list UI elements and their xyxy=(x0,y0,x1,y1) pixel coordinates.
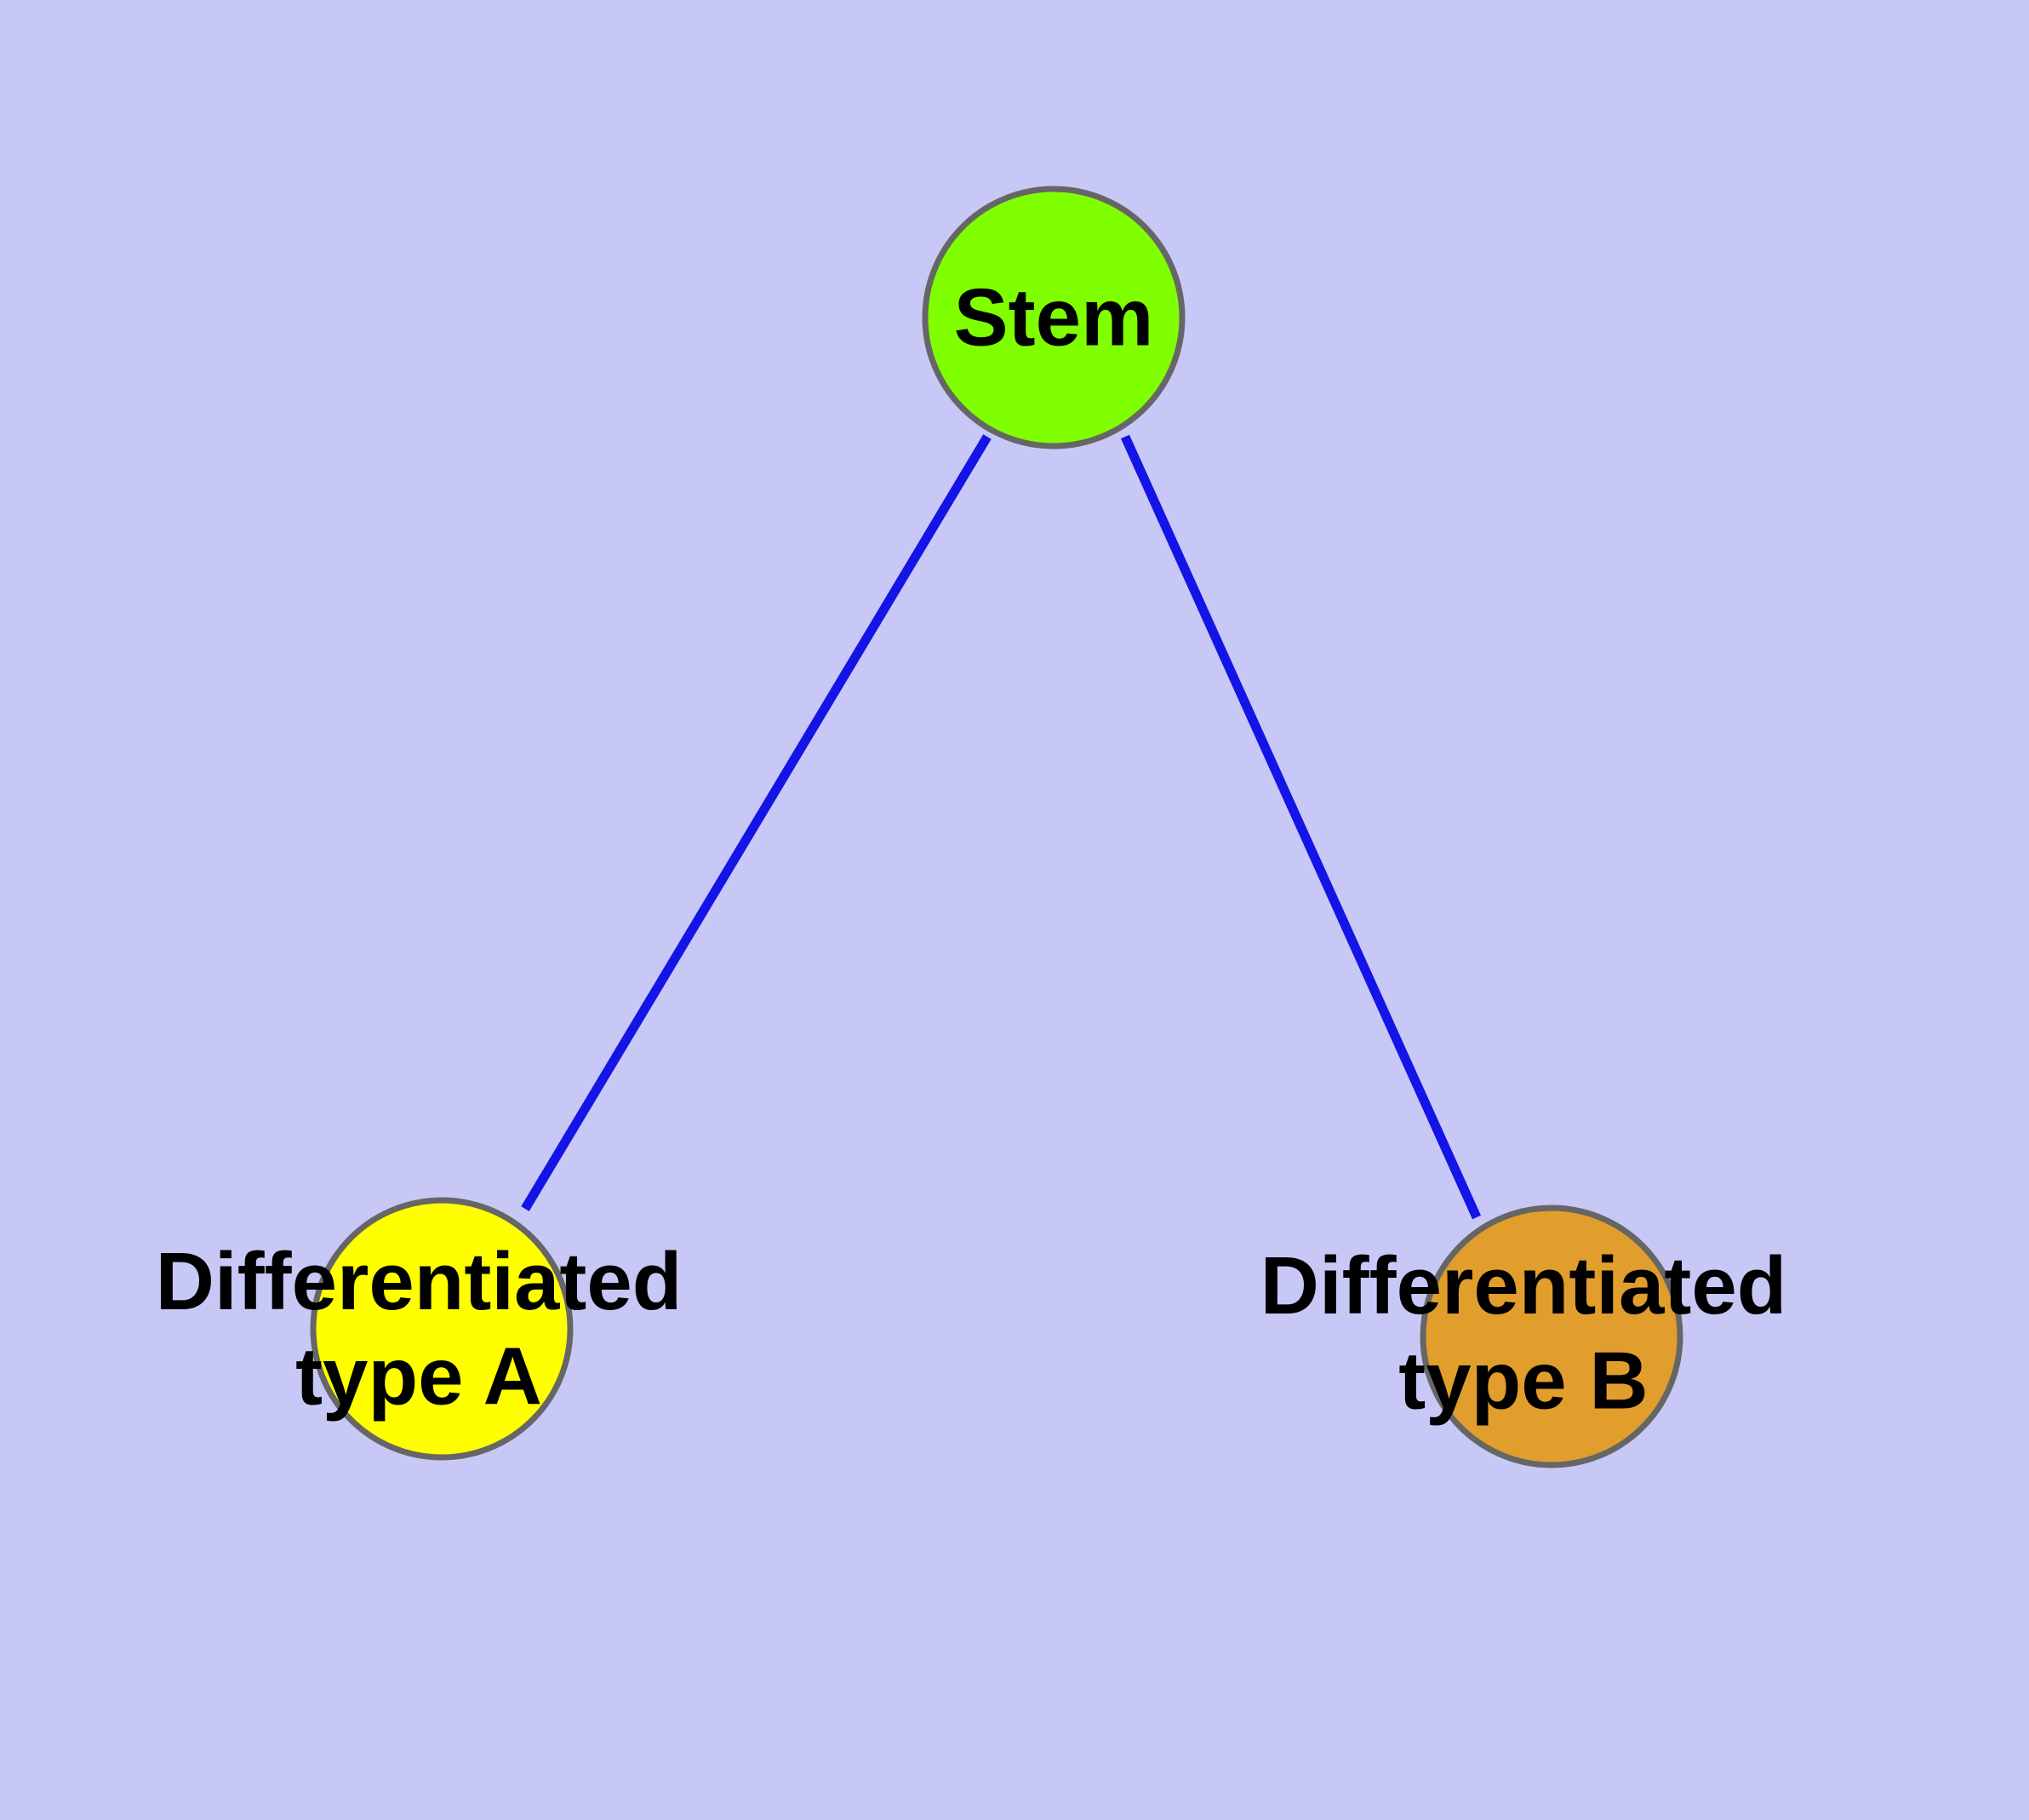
graph-edge xyxy=(521,434,992,1211)
graph-edge xyxy=(1120,434,1482,1220)
graph-node-diff_b[interactable] xyxy=(1420,1205,1683,1468)
nodes-group xyxy=(310,186,1683,1468)
node-label-line: Differentiated xyxy=(1260,1240,1787,1331)
node-label-line: Stem xyxy=(954,272,1154,363)
node-label-line: Differentiated xyxy=(156,1236,683,1327)
graph-node-stem[interactable] xyxy=(922,186,1186,449)
graph-node-diff_a[interactable] xyxy=(310,1197,574,1461)
node-label-line: type A xyxy=(295,1331,542,1422)
node-label-line: type B xyxy=(1398,1335,1648,1426)
node-label-stem: Stem xyxy=(954,272,1154,363)
edges-group xyxy=(521,434,1482,1220)
